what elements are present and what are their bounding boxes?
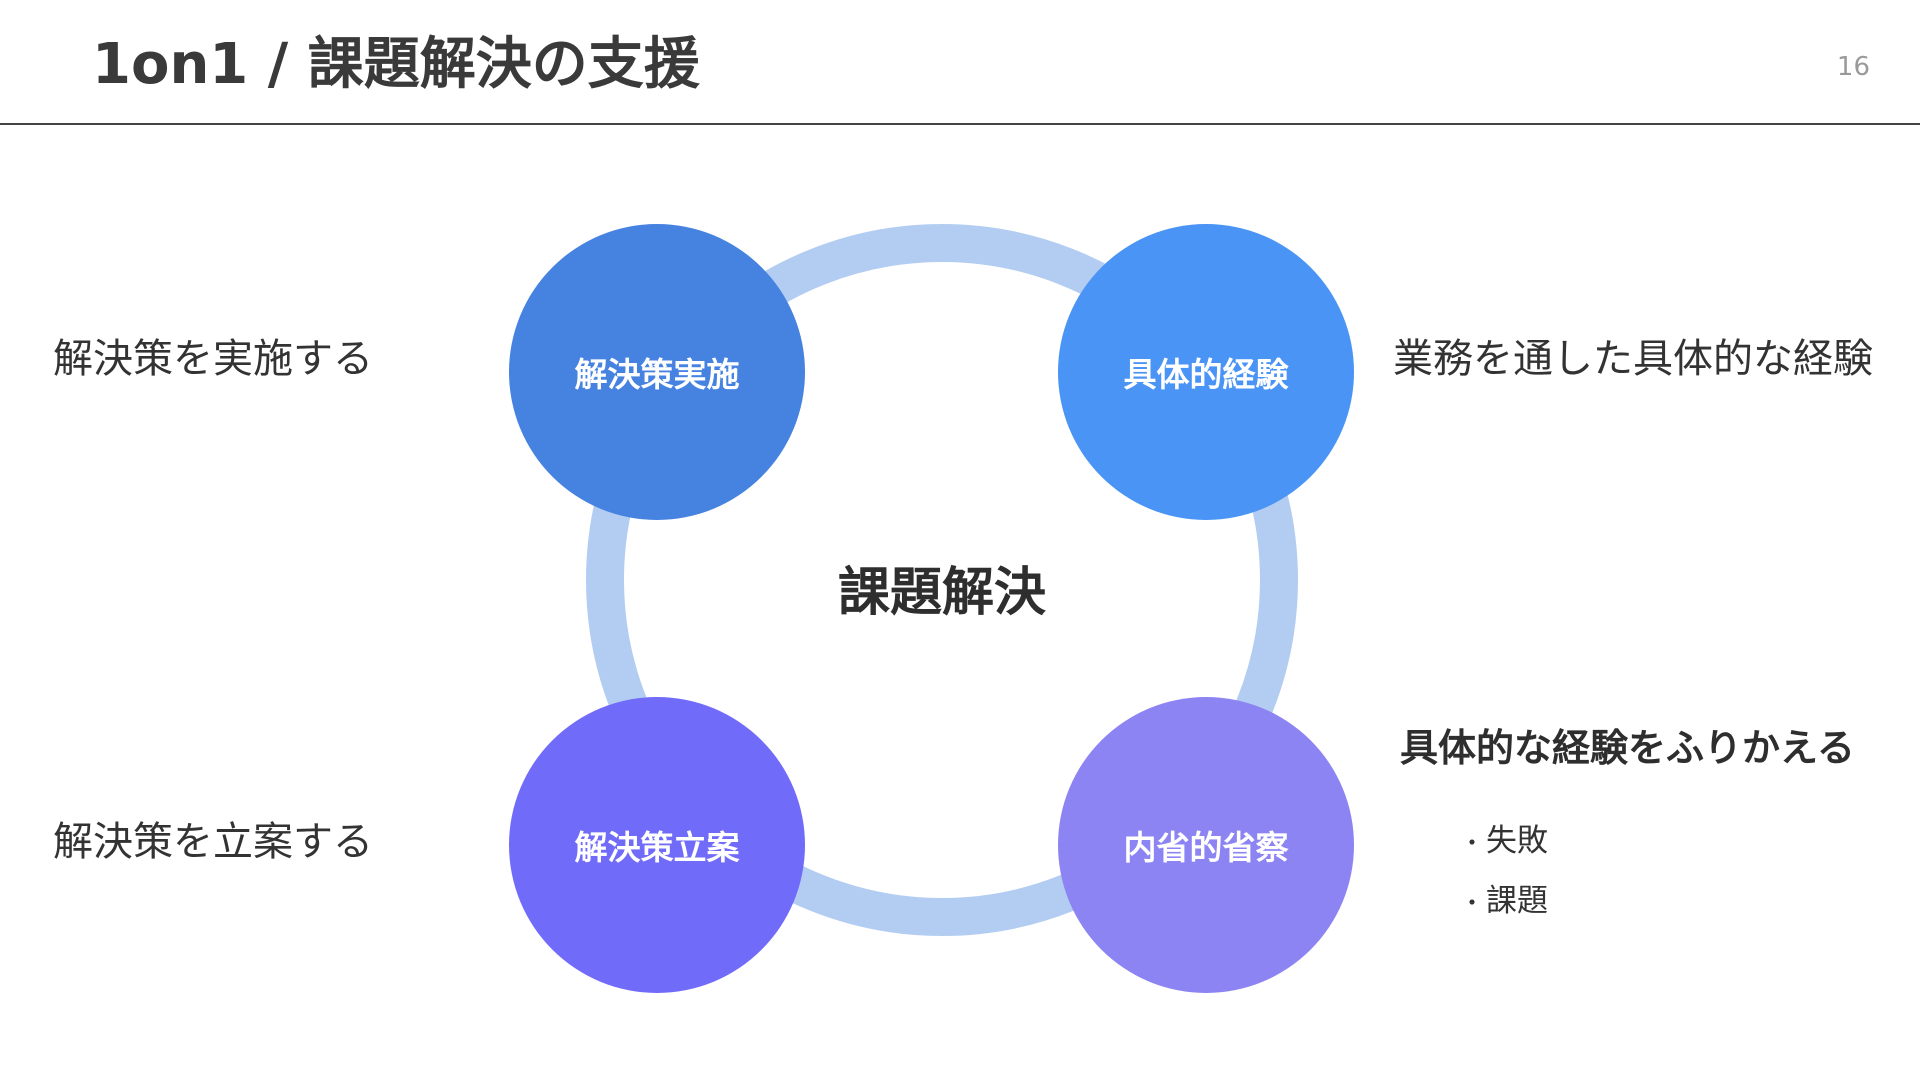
node-solution-execution: 解決策実施 bbox=[509, 224, 805, 520]
node-solution-planning: 解決策立案 bbox=[509, 697, 805, 993]
bullet-marker: ・ bbox=[1460, 889, 1484, 917]
reflection-bullet-list: ・失敗 ・課題 bbox=[1460, 812, 1548, 932]
bullet-text: 失敗 bbox=[1486, 823, 1548, 859]
description-execute: 解決策を実施する bbox=[53, 336, 373, 382]
node-label: 内省的省察 bbox=[1123, 828, 1289, 867]
cycle-center-label: 課題解決 bbox=[837, 563, 1046, 623]
reflection-heading: 具体的な経験をふりかえる bbox=[1400, 726, 1855, 770]
description-experience: 業務を通した具体的な経験 bbox=[1393, 336, 1873, 382]
title-divider bbox=[0, 123, 1920, 125]
list-item: ・失敗 bbox=[1460, 812, 1548, 872]
slide-title: 1on1 / 課題解決の支援 bbox=[92, 32, 700, 97]
bullet-marker: ・ bbox=[1460, 829, 1484, 857]
node-reflective-observation: 内省的省察 bbox=[1058, 697, 1354, 993]
description-plan: 解決策を立案する bbox=[53, 819, 373, 865]
bullet-text: 課題 bbox=[1486, 883, 1548, 919]
page-number: 16 bbox=[1836, 52, 1870, 82]
node-concrete-experience: 具体的経験 bbox=[1058, 224, 1354, 520]
node-label: 解決策立案 bbox=[574, 828, 740, 867]
list-item: ・課題 bbox=[1460, 872, 1548, 932]
node-label: 解決策実施 bbox=[574, 355, 740, 394]
node-label: 具体的経験 bbox=[1123, 355, 1289, 394]
